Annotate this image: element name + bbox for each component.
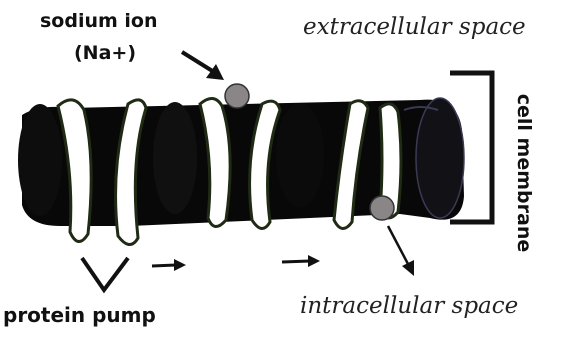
sodium-pointer-arrow [182,52,224,80]
cell-membrane-label-wrap: cell membrane [503,68,533,278]
sodium-ion-label: sodium ion [40,12,158,31]
flow-arrow-2 [282,255,320,267]
extracellular-label: extracellular space [303,16,526,39]
ion-exit-arrow [388,226,414,276]
cell-membrane-label: cell membrane [514,68,533,278]
sodium-ion-formula-label: (Na+) [74,44,136,63]
flow-arrow-1 [152,259,186,271]
sodium-ion-outside [225,84,249,108]
sodium-ion-inside [370,196,394,220]
intracellular-label: intracellular space [300,295,518,318]
protein-pump-label: protein pump [3,305,156,325]
protein-pump-pointer [82,258,128,290]
